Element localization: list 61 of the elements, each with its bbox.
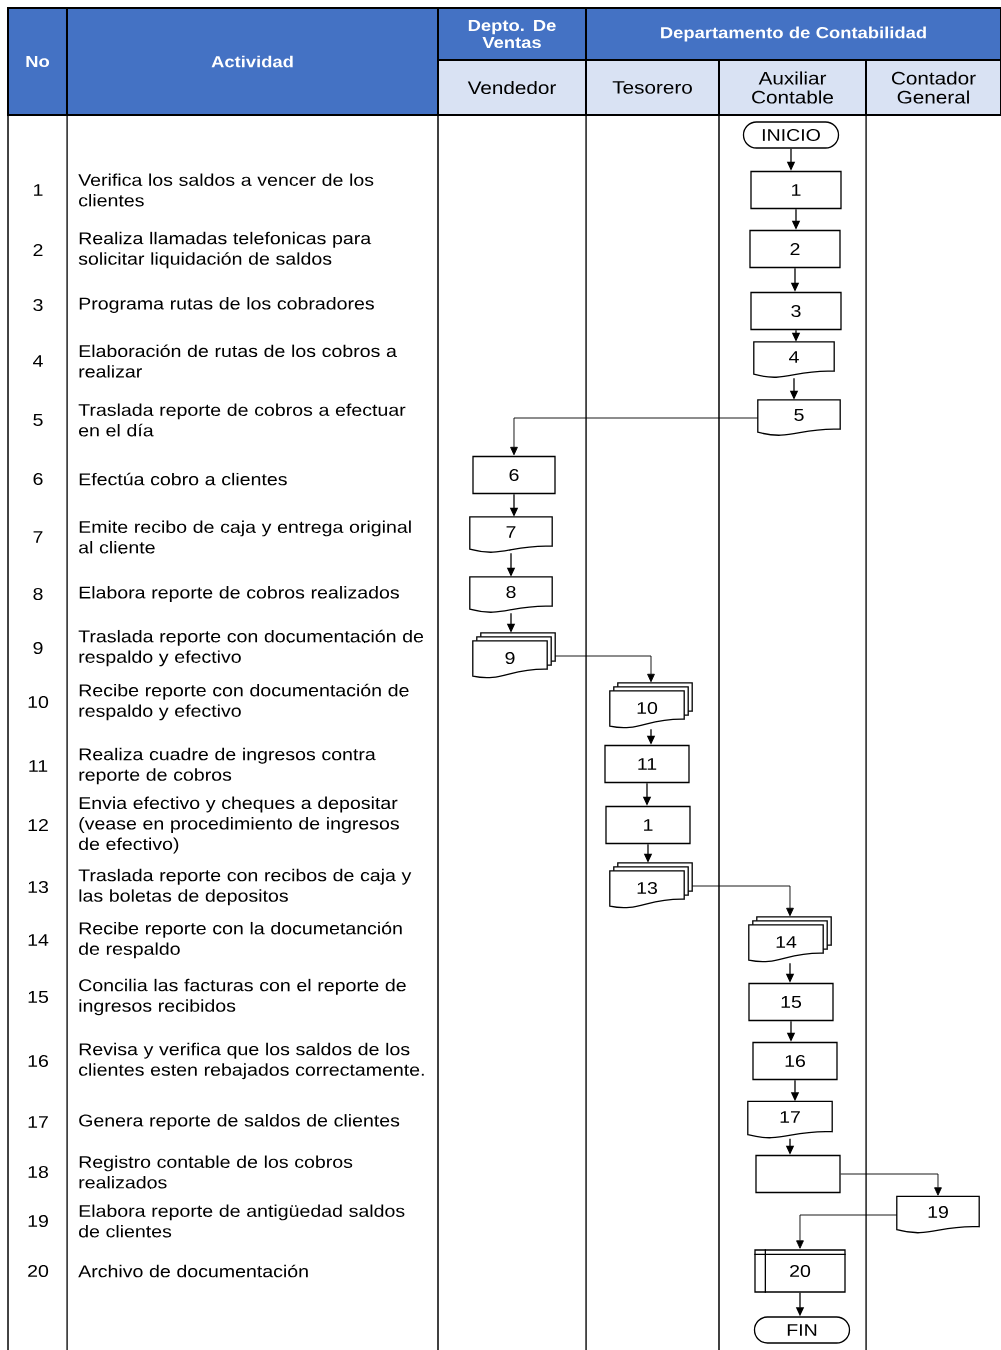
- row-number: 14: [28, 934, 49, 946]
- arrow: [554, 655, 655, 683]
- header-cell: Contador General: [865, 59, 1001, 116]
- activity-text: Registro contable de los cobros realizados: [79, 1155, 353, 1189]
- activity-text: Concilia las facturas con el reporte de ingresos recibidos: [79, 978, 406, 1016]
- row-number: 12: [28, 819, 48, 831]
- activity-text: Elabora reporte de antigüedad saldos de clientes: [79, 1204, 405, 1238]
- row-number: 1: [34, 184, 43, 196]
- arrow: [840, 1173, 942, 1196]
- archive-box: 20: [753, 1248, 847, 1294]
- activity-text: Realiza cuadre de ingresos contra reporte de cobros: [79, 747, 376, 785]
- row-number: 10: [28, 696, 49, 709]
- process-box: 3: [750, 291, 842, 331]
- activity-text: Efectúa cobro a clientes: [79, 472, 287, 486]
- activity-text: Envia efectivo y cheques a depositar (vease en procedimiento de ingresos de efectivo): [79, 796, 399, 854]
- activity-text: Recibe reporte con la documetanción de respaldo: [79, 921, 402, 959]
- row-number: 8: [33, 588, 43, 601]
- activity-text: Traslada reporte con documentación de respaldo y efectivo: [78, 629, 424, 667]
- row-number: 4: [33, 355, 43, 367]
- activity-text: Revisa y verifica que los saldos de los clientes esten rebajados correctamente.: [79, 1042, 424, 1080]
- process-box: 6: [472, 455, 556, 495]
- row-number: 20: [28, 1265, 49, 1278]
- row-number: 11: [29, 760, 48, 772]
- row-number: 19: [28, 1215, 48, 1228]
- row-number: 3: [33, 299, 43, 312]
- process-box: 1: [605, 805, 691, 845]
- activity-text: Verifica los saldos a vencer de los clientes: [78, 173, 374, 207]
- row-number: 5: [33, 414, 43, 426]
- row-number: 6: [33, 473, 43, 486]
- activity-text: Programa rutas de los cobradores: [79, 297, 374, 313]
- arrow: [510, 417, 759, 456]
- arrow: [796, 1214, 898, 1249]
- process-box: 15: [748, 982, 834, 1022]
- activity-text: Traslada reporte de cobros a efectuar en el día: [78, 403, 406, 437]
- process-box: 11: [604, 744, 690, 784]
- header-cell: Auxiliar Contable: [718, 59, 867, 116]
- activity-text: Archivo de documentación: [78, 1264, 308, 1278]
- activity-text: Realiza llamadas telefonicas para solicitar liquidación de saldos: [78, 231, 372, 269]
- arrow: [691, 885, 794, 917]
- row-number: 16: [28, 1055, 48, 1068]
- header-cell: Vendedor: [437, 59, 587, 116]
- activity-text: Emite recibo de caja y entrega original al cliente: [79, 520, 411, 554]
- row-number: 13: [28, 881, 48, 894]
- process-box: [755, 1154, 841, 1194]
- header-cell: Tesorero: [585, 59, 720, 116]
- activity-text: Traslada reporte con recibos de caja y las boletas de depositos: [78, 868, 412, 906]
- row-number: 7: [33, 531, 43, 543]
- row-number: 18: [28, 1166, 48, 1179]
- header-cell: Depto. De Ventas: [437, 7, 587, 61]
- row-number: 9: [33, 642, 43, 655]
- row-number: 17: [28, 1116, 48, 1128]
- activity-text: Elabora reporte de cobros realizados: [79, 586, 399, 602]
- activity-text: Recibe reporte con documentación de respaldo y efectivo: [79, 683, 409, 721]
- process-box: 1: [750, 170, 842, 210]
- header-cell: No: [7, 7, 68, 116]
- activity-text: Elaboración de rutas de los cobros a realizar: [79, 344, 397, 378]
- row-number: 15: [28, 991, 49, 1003]
- row-number: 2: [33, 244, 43, 256]
- activity-text: Genera reporte de saldos de clientes: [79, 1114, 400, 1130]
- process-box: 2: [749, 229, 841, 269]
- process-box: 16: [752, 1041, 838, 1081]
